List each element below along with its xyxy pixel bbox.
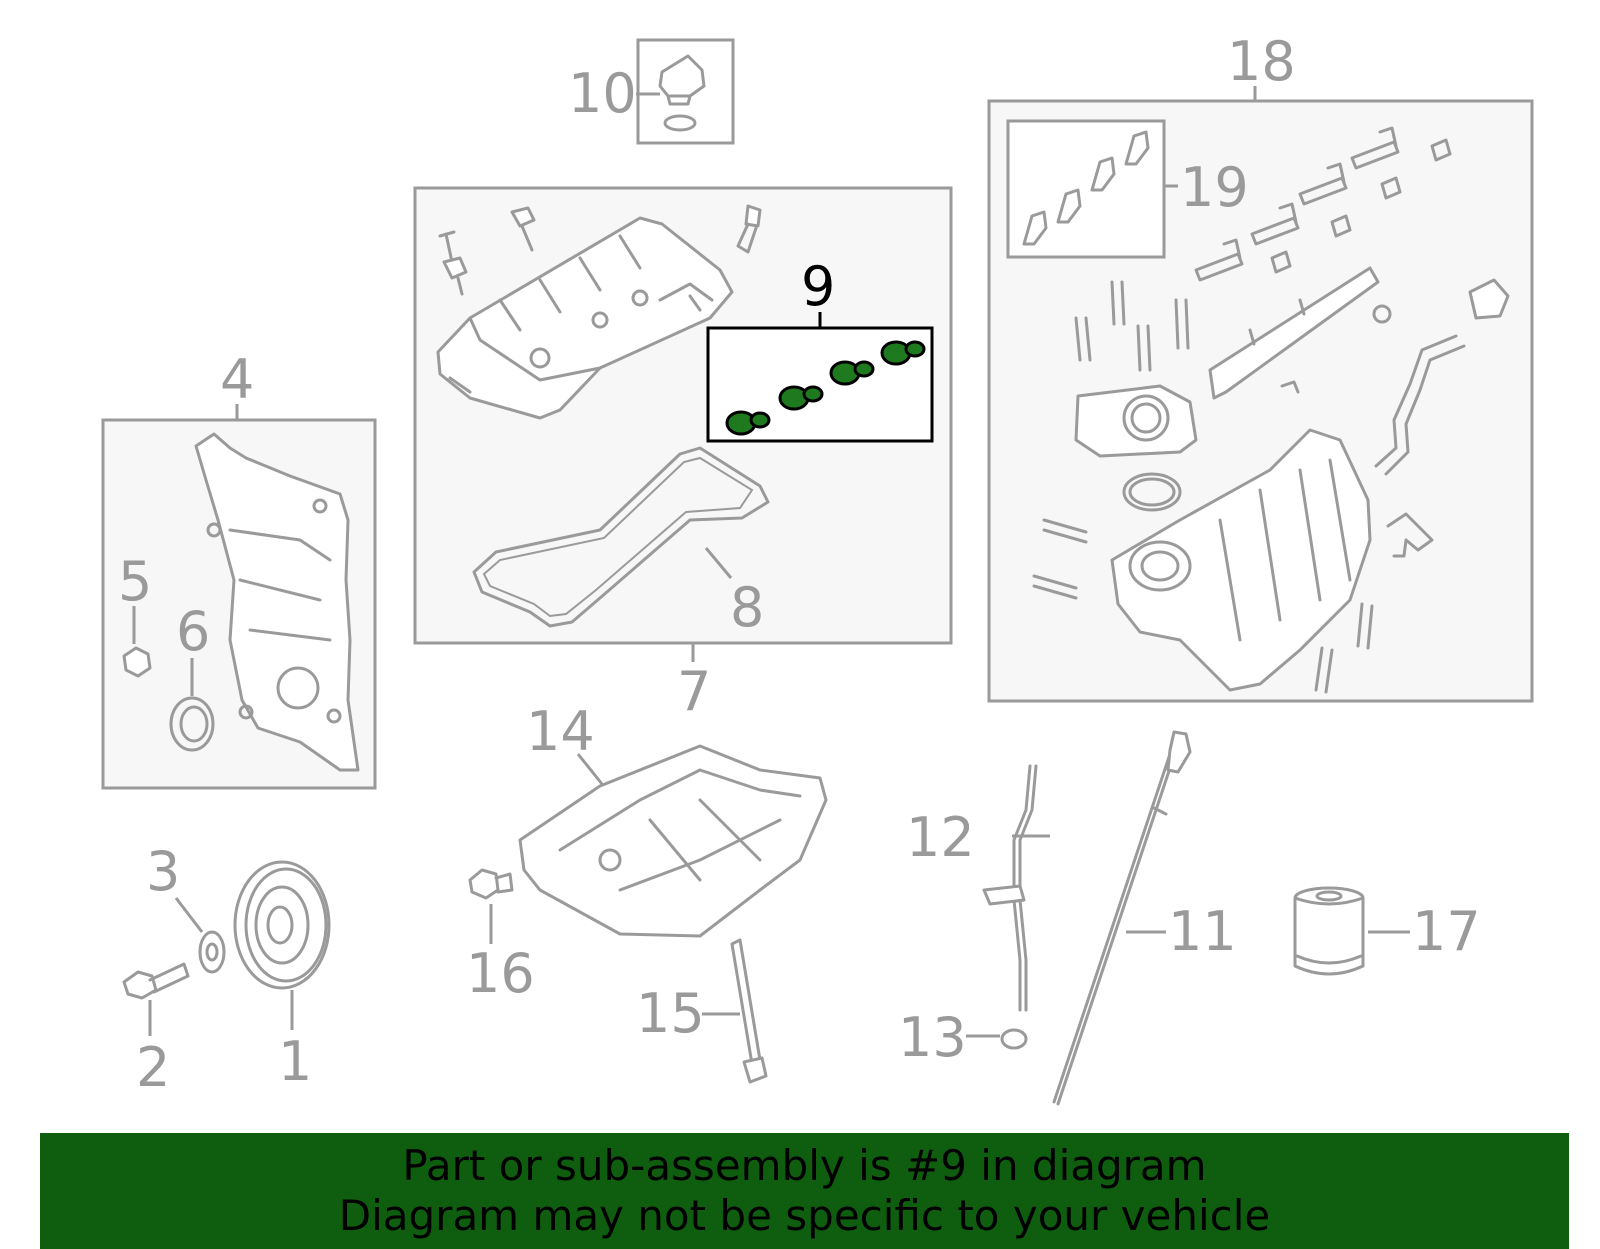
callout-13: 13 [898,1006,967,1069]
intake-manifold-part [1032,126,1510,694]
valve-cover-bolts [438,204,762,296]
pulley-bolt-part [122,962,190,1000]
dipstick-oring-part [1000,1028,1028,1050]
callout-16: 16 [466,942,535,1005]
callout-5: 5 [118,550,152,613]
timing-cover-part [194,432,360,772]
front-seal-part-6 [169,696,215,752]
group-box-19 [1006,119,1166,259]
callout-12: 12 [906,806,975,869]
callout-15: 15 [636,982,705,1045]
callout-2: 2 [136,1036,170,1099]
callout-1: 1 [278,1030,312,1093]
notice-banner: Part or sub-assembly is #9 in diagram Di… [40,1133,1569,1249]
callout-18: 18 [1227,30,1296,93]
valve-cover-gasket-part [472,446,770,628]
plug-part-5 [122,646,152,678]
drain-plug-part [468,868,514,900]
banner-line-1: Part or sub-assembly is #9 in diagram [402,1141,1207,1190]
oil-filler-cap-part [658,54,706,132]
callout-9[interactable]: 9 [801,255,835,318]
callout-7: 7 [677,660,711,723]
oil-filter-part [1293,886,1365,976]
crankshaft-pulley-part [233,860,331,990]
callout-19: 19 [1180,156,1249,219]
injector-seals-part [1022,130,1150,246]
callout-10: 10 [568,62,637,125]
callout-6: 6 [176,600,210,663]
callout-17: 17 [1412,900,1481,963]
callout-11: 11 [1168,900,1237,963]
dipstick-tube-part [982,764,1038,1012]
oil-pan-part [518,744,828,938]
banner-line-2: Diagram may not be specific to your vehi… [338,1191,1271,1240]
valve-cover-part [436,216,734,420]
callout-4: 4 [220,348,254,411]
spark-plug-tube-seals-part[interactable] [725,340,926,436]
pulley-washer-part [198,930,226,974]
callout-3: 3 [146,840,180,903]
dipstick-part [1052,730,1192,1106]
callout-8: 8 [730,576,764,639]
leader-lines [132,86,1410,1038]
oil-pan-bolt-part [730,938,768,1084]
callout-14: 14 [526,700,595,763]
